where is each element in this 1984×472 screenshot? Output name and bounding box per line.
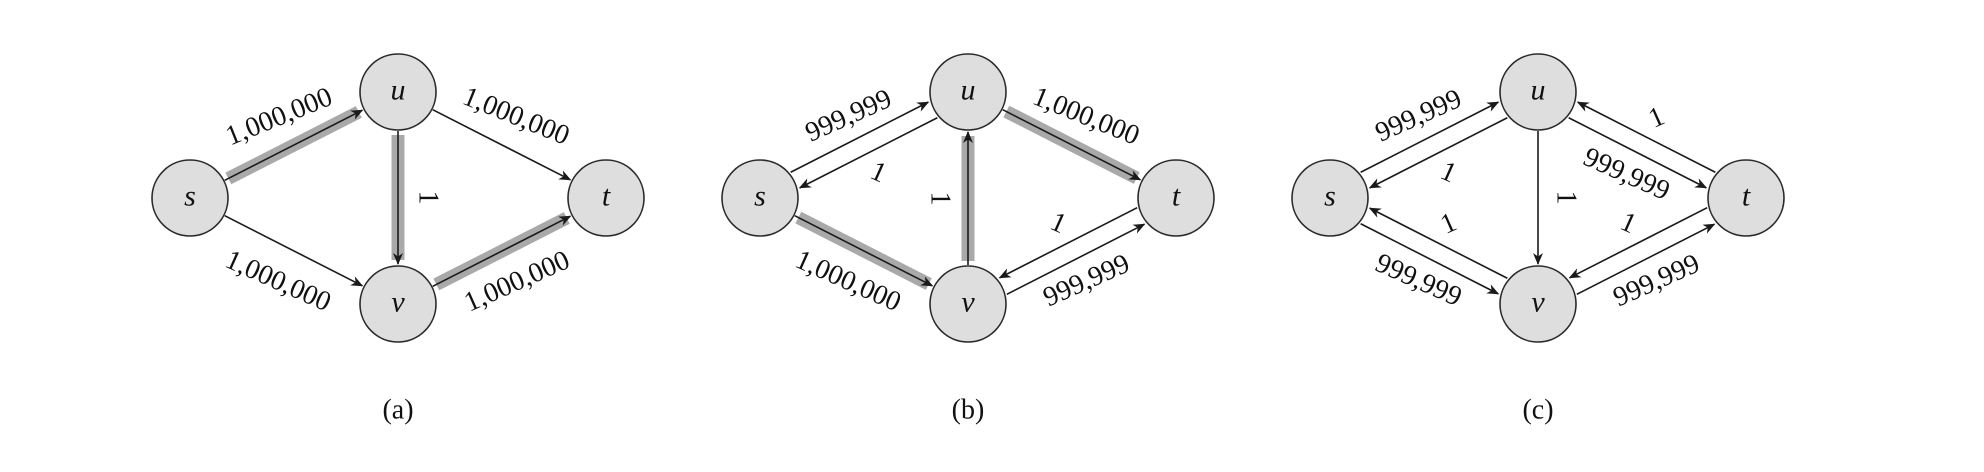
edge-label-s-u: 1,000,000 [221, 81, 336, 152]
node-circle-t [567, 159, 645, 237]
node-label-t: t [1742, 180, 1751, 213]
node-s: s [151, 159, 229, 237]
edge-label-v-t: 999,999 [1609, 248, 1705, 313]
panel-caption-a: (a) [382, 395, 413, 426]
edge-arrow-s-v [794, 214, 934, 287]
node-layer: s u v t [721, 53, 1215, 343]
edge-label-s-v: 1,000,000 [791, 244, 906, 318]
node-t: t [567, 159, 645, 237]
edge-label-t-v: 1 [1616, 206, 1641, 240]
edge-arrow-v-t [432, 215, 572, 288]
node-layer: s u v t [151, 53, 645, 343]
edge-arrow-t-u [1576, 101, 1716, 173]
edge-arrow-v-t [1576, 223, 1716, 296]
edge-layer [1360, 101, 1716, 296]
edge-arrow-s-v [1360, 223, 1500, 295]
node-circle-v [359, 265, 437, 343]
node-label-s: s [1324, 180, 1336, 213]
edge-arrow-v-t [1006, 223, 1146, 296]
node-u: u [1499, 53, 1577, 131]
edge-label-u-v: 1 [1551, 191, 1582, 205]
node-v: v [1499, 265, 1577, 343]
edge-arrow-s-v [224, 214, 364, 287]
edge-arrow-s-u [224, 109, 364, 182]
node-u: u [359, 53, 437, 131]
edge-label-s-u: 999,999 [801, 83, 897, 148]
edge-label-s-v: 999,999 [1371, 248, 1467, 313]
panel-b: 999,999 1 1,000,000 1 1,000,000 999,999 1 s u v t (… [721, 53, 1215, 426]
edge-arrow-u-t [432, 108, 572, 181]
edge-label-v-t: 999,999 [1039, 248, 1135, 313]
edge-arrow-u-s [798, 117, 938, 189]
edge-label-u-v: 1 [413, 191, 444, 205]
edge-label-v-u: 1 [925, 192, 956, 206]
edge-arrow-s-u [1360, 101, 1500, 173]
edge-layer [790, 101, 1146, 296]
panel-caption-c: (c) [1522, 395, 1553, 426]
node-circle-s [721, 159, 799, 237]
node-label-u: u [1531, 74, 1546, 107]
edge-arrow-u-t [1002, 108, 1142, 181]
panel-a: 1,000,000 1,000,000 1,000,000 1 1,000,000 s u v… [151, 53, 645, 426]
node-circle-s [151, 159, 229, 237]
node-circle-s [1291, 159, 1369, 237]
node-v: v [929, 265, 1007, 343]
node-label-v: v [961, 286, 975, 319]
node-t: t [1707, 159, 1785, 237]
node-layer: s u v t [1291, 53, 1785, 343]
edge-layer [224, 108, 572, 288]
node-label-v: v [391, 286, 405, 319]
edge-label-u-s: 1 [866, 155, 891, 189]
node-circle-v [1499, 265, 1577, 343]
node-circle-v [929, 265, 1007, 343]
node-circle-t [1137, 159, 1215, 237]
node-label-t: t [602, 180, 611, 213]
panel-caption-b: (b) [952, 395, 985, 426]
edge-label-s-u: 999,999 [1371, 83, 1467, 148]
edge-label-u-s: 1 [1436, 155, 1461, 189]
edge-arrow-u-s [1368, 117, 1508, 189]
edge-arrow-t-v [1568, 206, 1708, 279]
edge-arrow-s-u [790, 101, 930, 173]
node-label-s: s [754, 180, 766, 213]
edge-label-u-t: 1,000,000 [458, 81, 573, 152]
edge-arrow-u-t [1568, 117, 1708, 189]
node-t: t [1137, 159, 1215, 237]
edge-label-s-v: 1,000,000 [221, 244, 336, 318]
node-circle-t [1707, 159, 1785, 237]
node-label-u: u [961, 74, 976, 107]
node-v: v [359, 265, 437, 343]
edge-label-u-t: 999,999 [1579, 142, 1675, 207]
node-s: s [1291, 159, 1369, 237]
node-circle-u [1499, 53, 1577, 131]
node-s: s [721, 159, 799, 237]
node-label-u: u [391, 74, 406, 107]
node-circle-u [929, 53, 1007, 131]
edge-label-v-s: 1 [1436, 207, 1461, 241]
edge-label-v-t: 1,000,000 [460, 245, 575, 319]
edge-label-u-t: 1,000,000 [1028, 81, 1143, 152]
node-circle-u [359, 53, 437, 131]
node-label-t: t [1172, 180, 1181, 213]
node-label-v: v [1531, 286, 1545, 319]
edge-arrow-v-s [1368, 207, 1508, 279]
node-label-s: s [184, 180, 196, 213]
edge-label-t-u: 1 [1644, 101, 1669, 135]
edge-label-t-v: 1 [1046, 206, 1071, 240]
edge-arrow-t-v [998, 206, 1138, 279]
node-u: u [929, 53, 1007, 131]
